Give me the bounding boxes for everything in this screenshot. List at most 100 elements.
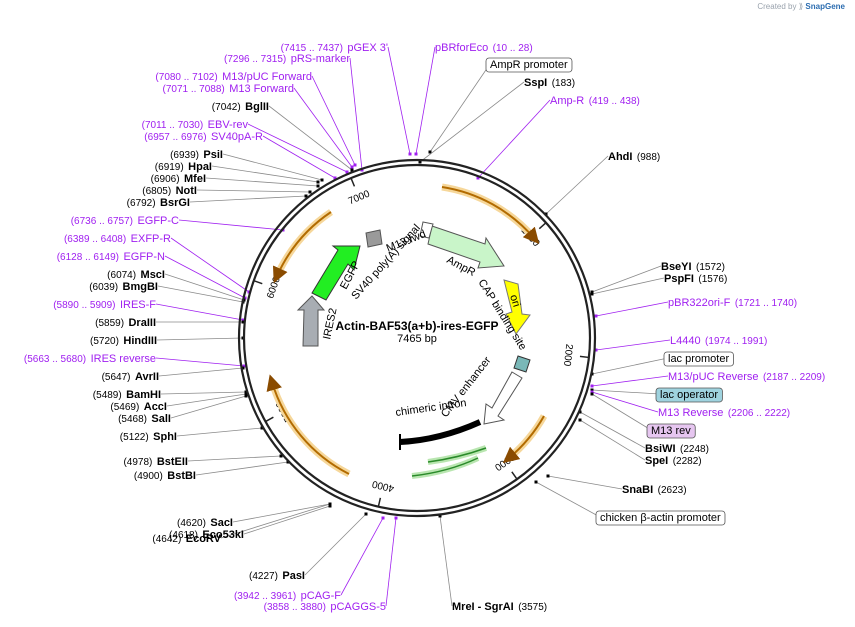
ires2-arrow	[296, 295, 326, 347]
site-label-ires-rev[interactable]: (5663 .. 5680) IRES reverse	[24, 349, 156, 366]
site-label-exfp-r[interactable]: (6389 .. 6408) EXFP-R	[64, 229, 171, 246]
site-label-hpai[interactable]: (6919) HpaI	[155, 157, 212, 174]
site-label-m13-fwd[interactable]: (7071 .. 7088) M13 Forward	[162, 79, 294, 96]
backbone-outer-ring	[237, 158, 597, 518]
site-label-m13-rev[interactable]: M13 Reverse (2206 .. 2222)	[658, 403, 790, 420]
site-label-name: lac promoter	[668, 353, 729, 365]
tick-label: 2000	[561, 343, 574, 367]
svg-text:(6792) BsrGI: (6792) BsrGI	[127, 193, 190, 210]
site-label-m13puc-rev[interactable]: M13/pUC Reverse (2187 .. 2209)	[668, 367, 825, 384]
site-label-amp-r[interactable]: Amp-R (419 .. 438)	[550, 91, 640, 108]
site-label-sphi[interactable]: (5122) SphI	[120, 427, 177, 444]
site-label-spei[interactable]: SpeI (2282)	[645, 451, 702, 468]
svg-text:(5469) AccI: (5469) AccI	[110, 397, 167, 414]
site-label-acci[interactable]: (5469) AccI	[110, 397, 167, 414]
site-marker	[594, 314, 598, 318]
site-label-lac-operator[interactable]: lac operator	[655, 387, 723, 403]
site-label-draiii[interactable]: (5859) DraIII	[95, 313, 156, 330]
site-marker	[333, 176, 337, 180]
site-label-ires-f[interactable]: (5890 .. 5909) IRES-F	[53, 295, 156, 312]
svg-text:(6939) PsiI: (6939) PsiI	[170, 145, 223, 162]
svg-text:SnaBI (2623): SnaBI (2623)	[622, 480, 687, 497]
site-label-eco53ki[interactable]: (4618) Eco53kI	[169, 525, 244, 542]
outer-arrow-2	[273, 209, 333, 278]
site-label-name: BsrGI	[160, 197, 190, 209]
site-marker	[408, 152, 412, 156]
site-label-name: IRES reverse	[91, 353, 156, 365]
site-marker	[578, 418, 582, 422]
tick-mark	[511, 471, 518, 480]
site-label-pcag-f[interactable]: (3942 .. 3961) pCAG-F	[234, 586, 341, 603]
svg-text:PspFI (1576): PspFI (1576)	[664, 269, 727, 286]
feature-box	[646, 423, 696, 439]
m13-fwd-marker	[419, 221, 434, 239]
svg-text:BsiWI (2248): BsiWI (2248)	[645, 439, 709, 456]
site-label-coord: (2187 .. 2209)	[763, 372, 825, 383]
site-label-bsteii[interactable]: (4978) BstEII	[123, 452, 188, 469]
site-label-prs-marker[interactable]: (7296 .. 7315) pRS-marker	[224, 49, 350, 66]
site-label-name: M13/pUC Forward	[222, 71, 312, 83]
site-label-egfp-n[interactable]: (6128 .. 6149) EGFP-N	[57, 247, 165, 264]
site-label-bsrgi[interactable]: (6792) BsrGI	[127, 193, 190, 210]
site-marker	[546, 474, 550, 478]
site-label-pcaggs-5[interactable]: (3858 .. 3880) pCAGGS-5	[264, 597, 386, 614]
site-label-bsiwi[interactable]: BsiWI (2248)	[645, 439, 709, 456]
site-label-sali[interactable]: (5468) SalI	[118, 409, 171, 426]
svg-text:(4620) SacI: (4620) SacI	[177, 513, 233, 530]
site-label-bseyi[interactable]: BseYI (1572)	[661, 257, 725, 274]
site-label-egfp-c[interactable]: (6736 .. 6757) EGFP-C	[71, 211, 179, 228]
site-label-pspfi[interactable]: PspFI (1576)	[664, 269, 727, 286]
site-marker	[304, 194, 308, 198]
site-label-mrei-sgrai[interactable]: MreI - SgrAI (3575)	[452, 597, 547, 614]
leader-line	[547, 475, 623, 490]
outer-arrow-2-line	[272, 211, 332, 284]
site-label-saci[interactable]: (4620) SacI	[177, 513, 233, 530]
leader-line	[304, 513, 367, 576]
site-label-msci[interactable]: (6074) MscI	[107, 265, 165, 282]
svg-text:(6039) BmgBI: (6039) BmgBI	[89, 277, 158, 294]
site-label-bamhi[interactable]: (5489) BamHI	[93, 385, 161, 402]
site-label-ebv-rev[interactable]: (7011 .. 7030) EBV-rev	[142, 115, 249, 132]
site-marker	[476, 176, 480, 180]
site-marker	[316, 184, 320, 188]
site-label-mfei[interactable]: (6906) MfeI	[151, 169, 206, 186]
site-label-pbrforeco[interactable]: pBRforEco (10 .. 28)	[435, 38, 533, 55]
site-label-name: BsiWI	[645, 443, 676, 455]
leader-line	[591, 391, 659, 413]
site-label-pgex3[interactable]: (7415 .. 7437) pGEX 3'	[281, 38, 388, 55]
svg-text:(6957 .. 6976) SV40pA-R: (6957 .. 6976) SV40pA-R	[144, 127, 263, 144]
site-label-pbr322ori-f[interactable]: pBR322ori-F (1721 .. 1740)	[668, 293, 797, 310]
site-label-pasi[interactable]: (4227) PasI	[249, 566, 305, 583]
leader-line	[156, 337, 244, 341]
site-label-ahdi[interactable]: AhdI (988)	[608, 147, 660, 164]
site-label-hindiii[interactable]: (5720) HindIII	[90, 331, 157, 348]
svg-text:BseYI (1572): BseYI (1572)	[661, 257, 725, 274]
site-label-bglii[interactable]: (7042) BglII	[212, 97, 269, 114]
site-label-bstbi[interactable]: (4900) BstBI	[134, 466, 196, 483]
site-label-noti[interactable]: (6805) NotI	[142, 181, 197, 198]
site-label-name: SspI	[524, 77, 547, 89]
site-label-bmgbi[interactable]: (6039) BmgBI	[89, 277, 158, 294]
site-label-snabi[interactable]: SnaBI (2623)	[622, 480, 687, 497]
site-label-ecorv[interactable]: (4642) EcoRV	[152, 529, 221, 546]
site-marker	[279, 454, 283, 458]
svg-text:(4642) EcoRV: (4642) EcoRV	[152, 529, 221, 546]
site-label-m13puc-fwd[interactable]: (7080 .. 7102) M13/pUC Forward	[155, 67, 312, 84]
site-label-sv40pa-r[interactable]: (6957 .. 6976) SV40pA-R	[144, 127, 263, 144]
site-label-avrii[interactable]: (5647) AvrII	[102, 367, 159, 384]
site-marker	[381, 516, 385, 520]
site-label-psii[interactable]: (6939) PsiI	[170, 145, 223, 162]
site-label-m13-rev-box[interactable]: M13 rev	[646, 423, 696, 439]
feature-label-sv40: SV40 poly(A) signal	[349, 222, 423, 302]
site-label-l4440[interactable]: L4440 (1974 .. 1991)	[670, 331, 767, 348]
site-label-lac-promoter[interactable]: lac promoter	[663, 351, 734, 367]
site-label-sspi[interactable]: SspI (183)	[524, 73, 575, 90]
site-label-name: pBR322ori-F	[668, 297, 731, 309]
site-label-coord: (4227)	[249, 571, 278, 582]
site-label-chicken-actin-promoter[interactable]: chicken β-actin promoter	[595, 510, 726, 526]
svg-text:(5489) BamHI: (5489) BamHI	[93, 385, 161, 402]
svg-text:(4978) BstEII: (4978) BstEII	[123, 452, 188, 469]
svg-text:M13/pUC Reverse (2187 .. 220: M13/pUC Reverse (2187 .. 2209)	[668, 367, 825, 384]
site-label-coord: (2623)	[658, 485, 687, 496]
site-label-ampr-promoter[interactable]: AmpR promoter	[485, 57, 573, 73]
